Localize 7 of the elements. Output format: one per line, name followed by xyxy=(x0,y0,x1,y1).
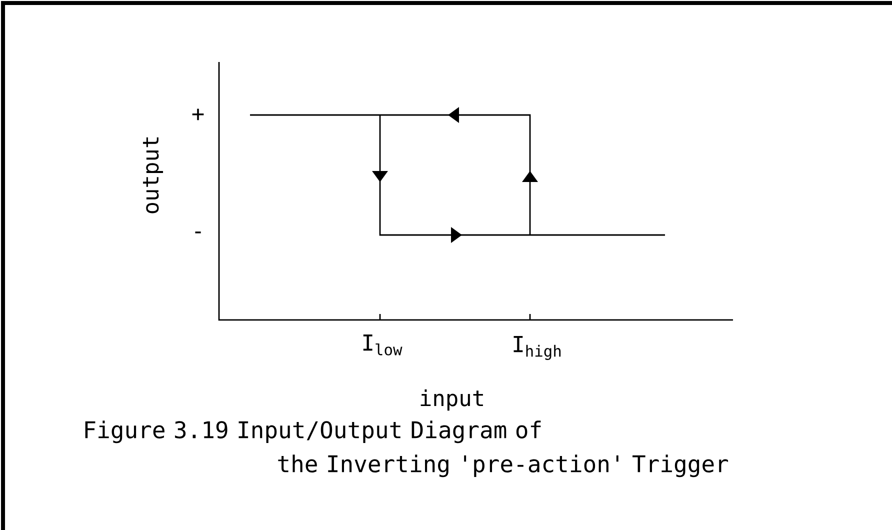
tick-label: I$_{high}$ xyxy=(514,336,561,360)
tick-label: I$_{low}$ xyxy=(363,334,402,356)
axis-label: output xyxy=(143,137,164,214)
tick-label: + xyxy=(192,108,204,120)
axis-label: input xyxy=(420,389,483,411)
caption: Figure 3.19 Input/Output Diagram of the Inverting 'pre-action' Trigger xyxy=(85,420,728,478)
tick-label: - xyxy=(195,232,201,234)
